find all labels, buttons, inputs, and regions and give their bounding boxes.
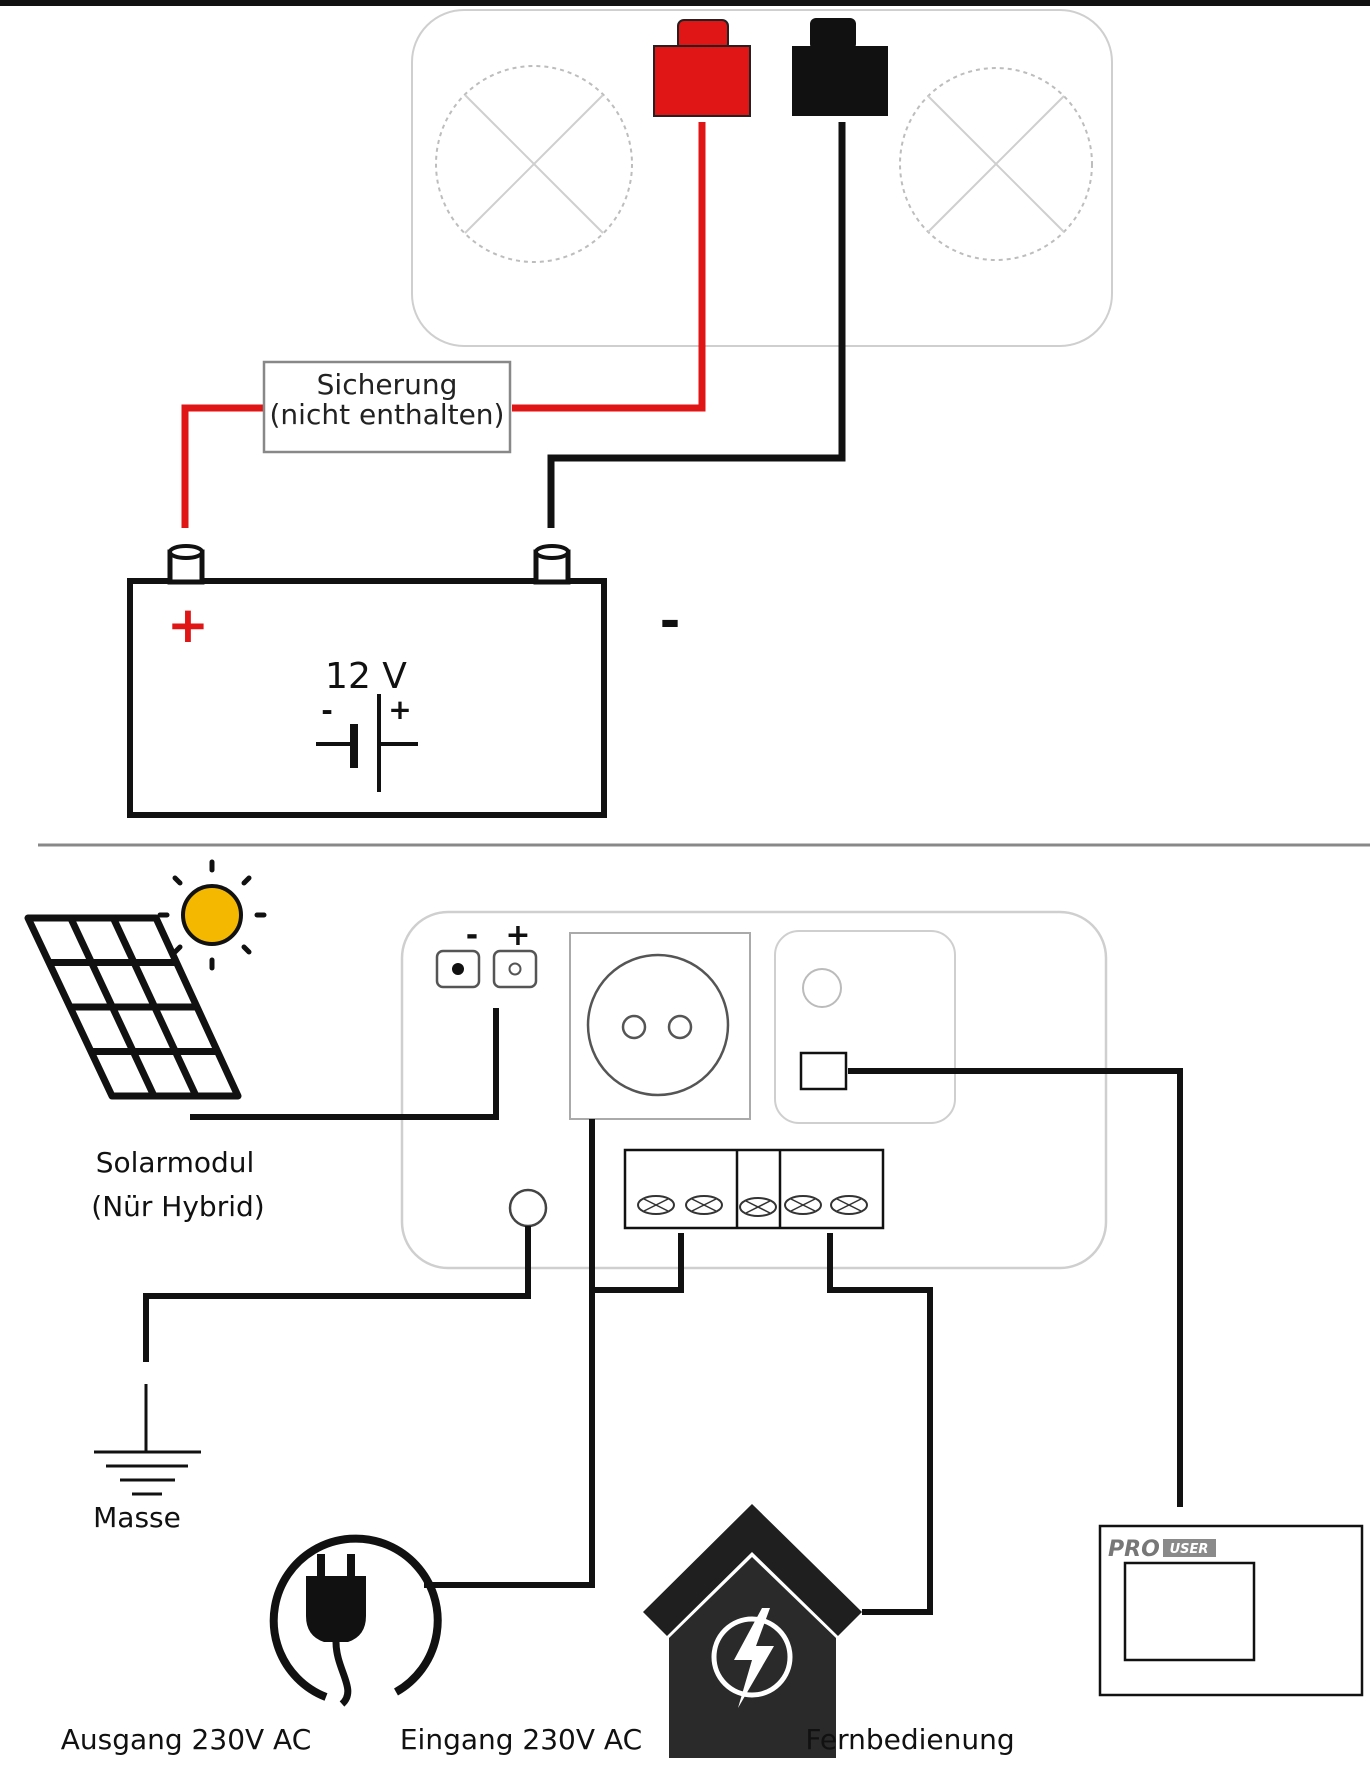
battery-symbol-icon: - + [316,693,418,792]
fuse-label-line1: Sicherung [317,368,458,401]
output-wire [424,1119,595,1588]
dc-minus-label: - [466,918,478,953]
ac-socket-icon [569,932,751,1120]
battery-symbol-plus: + [388,693,411,726]
solar-label-line1: Solarmodul [96,1146,255,1179]
remote-logo-user: USER [1170,1542,1209,1557]
negative-terminal [792,18,888,116]
solar-panel-icon [24,914,242,1100]
sun-icon [157,859,267,971]
remote-logo-user-badge [1163,1539,1216,1557]
ground-icon [94,1384,201,1496]
house-power-icon [643,1504,862,1758]
plug-icon [269,1534,442,1707]
remote-wire [848,1068,1183,1507]
inverter-top [411,9,1113,347]
input-label: Eingang 230V AC [400,1723,642,1756]
remote-screen [1123,1561,1256,1662]
ground-wire [143,1226,531,1362]
positive-wire [181,404,264,528]
solar-input-terminals: - + [435,918,538,989]
fan-icon [435,65,633,263]
positive-wire [512,122,706,412]
battery-icon: + 12 V - + [127,544,607,818]
remote-label: Fernbedienung [805,1723,1014,1756]
top-border [0,0,1370,6]
fuse-label-line2: (nicht enthalten) [270,398,505,431]
fan-icon [899,67,1093,261]
input-wire [592,1233,684,1293]
solar-wire [190,1008,499,1120]
negative-wire [547,122,846,528]
battery-minus-sign: - [660,592,681,650]
remote-port-panel [774,930,956,1124]
ground-screw [508,1188,548,1228]
dc-plus-label: + [505,918,530,953]
fuse-box: Sicherung (nicht enthalten) [262,360,512,454]
solar-label-line2: (Nür Hybrid) [91,1190,264,1223]
positive-terminal [653,19,751,117]
remote-control-icon: PRO USER [1098,1524,1364,1697]
remote-logo-pro: PRO [1108,1537,1160,1562]
remote-line-wire [827,1233,933,1615]
ground-label: Masse [93,1501,181,1534]
battery-symbol-minus: - [321,694,333,727]
terminal-block [623,1148,885,1230]
inverter-front: - + [400,910,1108,1270]
battery-voltage: 12 V [325,656,407,697]
output-label: Ausgang 230V AC [61,1723,312,1756]
battery-plus-sign: + [167,596,209,654]
